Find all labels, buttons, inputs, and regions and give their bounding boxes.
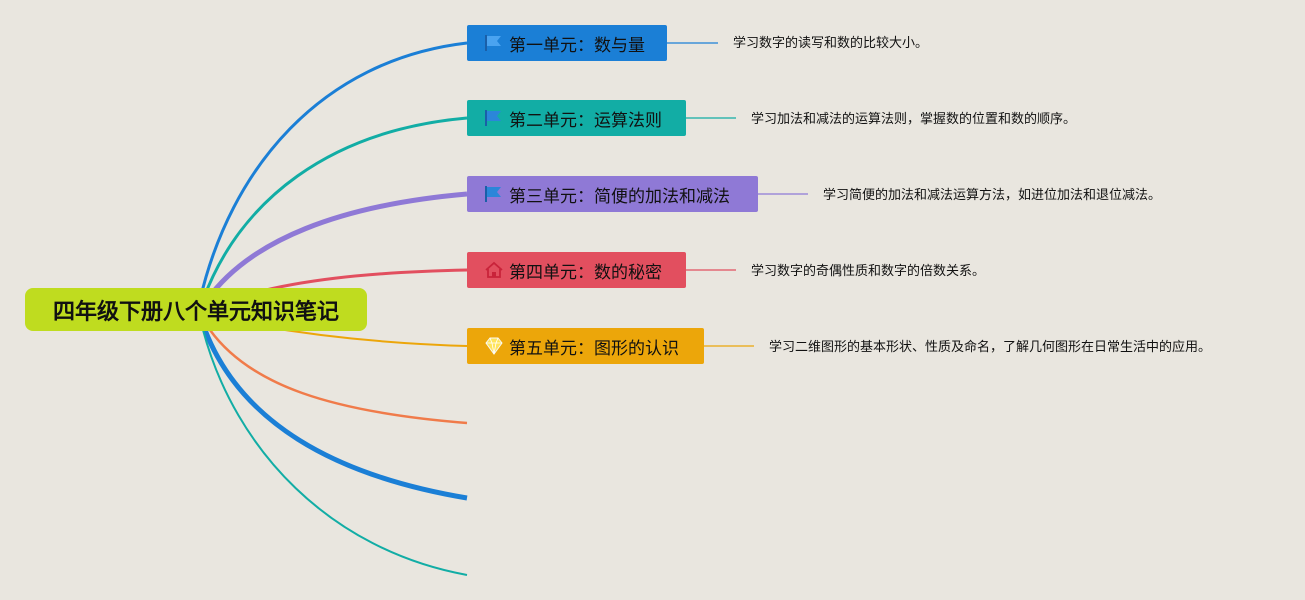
topic-unit-1[interactable]: 第一单元：数与量 bbox=[467, 25, 667, 61]
topic-label: 第五单元：图形的认识 bbox=[509, 338, 679, 359]
branch-8 bbox=[202, 329, 468, 576]
topic-unit-5[interactable]: 第五单元：图形的认识 bbox=[467, 328, 704, 364]
topic-label: 第一单元：数与量 bbox=[509, 35, 645, 56]
branch-3 bbox=[204, 191, 468, 302]
topic-unit-4[interactable]: 第四单元：数的秘密 bbox=[467, 252, 686, 288]
branch-1 bbox=[198, 41, 468, 301]
topic-unit-3[interactable]: 第三单元：简便的加法和减法 bbox=[467, 176, 758, 212]
note-unit-4: 学习数字的奇偶性质和数字的倍数关系。 bbox=[751, 264, 986, 279]
note-unit-2: 学习加法和减法的运算法则，掌握数的位置和数的顺序。 bbox=[751, 112, 1077, 127]
diamond-icon bbox=[483, 335, 505, 357]
branch-7 bbox=[202, 329, 468, 501]
note-unit-3: 学习简便的加法和减法运算方法，如进位加法和退位减法。 bbox=[823, 188, 1162, 203]
note-unit-1: 学习数字的读写和数的比较大小。 bbox=[733, 36, 929, 51]
home-icon bbox=[483, 259, 505, 281]
flag-icon bbox=[483, 32, 505, 54]
root-topic[interactable]: 四年级下册八个单元知识笔记 bbox=[25, 288, 367, 331]
root-title: 四年级下册八个单元知识笔记 bbox=[52, 299, 339, 325]
topic-label: 第三单元：简便的加法和减法 bbox=[509, 186, 730, 207]
topic-label: 第四单元：数的秘密 bbox=[509, 262, 662, 283]
topic-label: 第二单元：运算法则 bbox=[509, 110, 662, 131]
branch-6 bbox=[208, 329, 468, 425]
flag-icon bbox=[483, 183, 505, 205]
flag-icon bbox=[483, 107, 505, 129]
branch-2 bbox=[201, 116, 468, 301]
topic-unit-2[interactable]: 第二单元：运算法则 bbox=[467, 100, 686, 136]
note-unit-5: 学习二维图形的基本形状、性质及命名，了解几何图形在日常生活中的应用。 bbox=[769, 340, 1212, 355]
